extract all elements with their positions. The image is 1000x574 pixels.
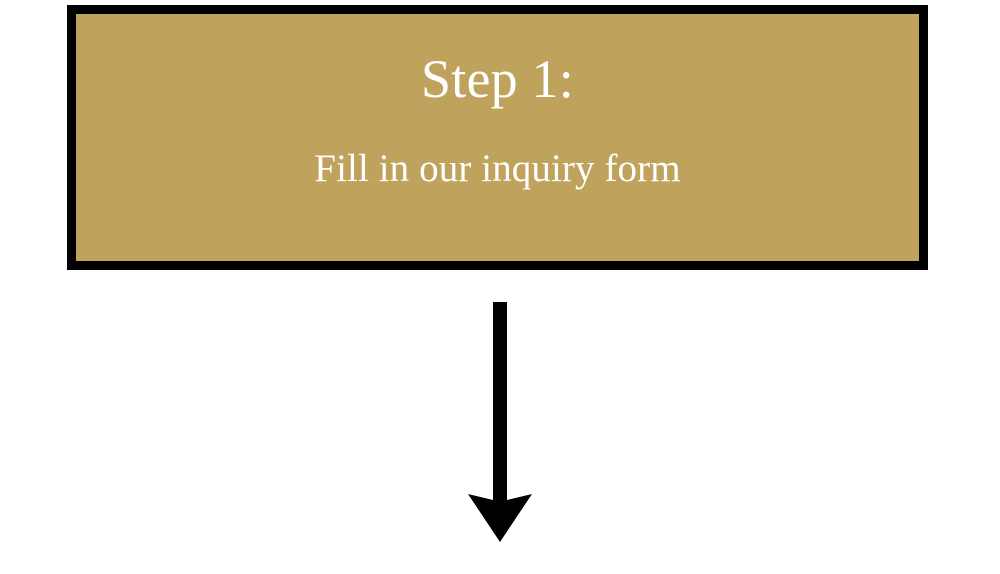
arrow-down-icon (460, 296, 540, 548)
step-card-subtitle: Fill in our inquiry form (314, 147, 681, 190)
step-card-title: Step 1: (421, 49, 574, 109)
step-card-step-1[interactable]: Step 1: Fill in our inquiry form (67, 5, 928, 270)
